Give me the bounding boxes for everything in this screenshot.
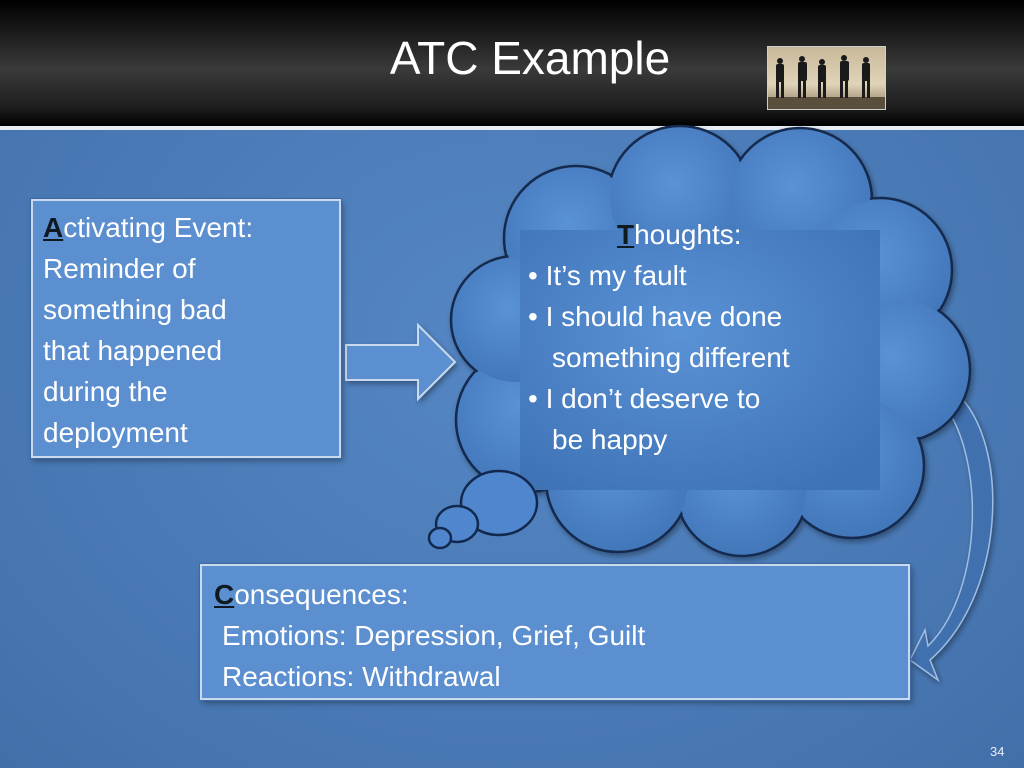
thought-cloud-fill — [453, 128, 968, 554]
thought-bubbles — [427, 469, 539, 550]
thoughts-text: Thoughts: • It’s my fault • I should hav… — [528, 214, 858, 460]
activating-event-box: Activating Event: Reminder of something … — [31, 199, 341, 458]
activating-line: Reminder of — [43, 253, 196, 284]
thought-bullet: • I don’t deserve to — [528, 383, 761, 414]
thoughts-heading: Thoughts: — [528, 214, 858, 255]
right-arrow — [345, 322, 457, 402]
activating-cap-letter: A — [43, 212, 64, 243]
thought-bullet: • It’s my fault — [528, 260, 687, 291]
activating-line: during the — [43, 376, 168, 407]
curved-down-arrow — [909, 386, 994, 683]
slide-number: 34 — [990, 744, 1005, 759]
thoughts-heading-rest: houghts: — [634, 219, 742, 250]
activating-line: something bad — [43, 294, 227, 325]
consequences-heading: Consequences: — [214, 574, 908, 615]
header-divider — [0, 126, 1024, 130]
consequences-cap-letter: C — [214, 579, 235, 610]
consequences-heading-rest: onsequences: — [234, 579, 409, 610]
soldiers-silhouette-photo — [767, 46, 886, 110]
thoughts-cap-letter: T — [617, 219, 635, 250]
thought-bullet-continuation: be happy — [552, 424, 668, 455]
activating-event-heading: Activating Event: — [43, 207, 339, 248]
slide-title: ATC Example — [389, 32, 671, 84]
activating-line: that happened — [43, 335, 223, 366]
activating-line: deployment — [43, 417, 188, 448]
thought-bullet-continuation: something different — [552, 342, 790, 373]
activating-heading-rest: ctivating Event: — [63, 212, 254, 243]
consequences-reactions: Reactions: Withdrawal — [222, 661, 501, 692]
thought-bullet: • I should have done — [528, 301, 783, 332]
consequences-emotions: Emotions: Depression, Grief, Guilt — [222, 620, 646, 651]
consequences-box: Consequences: Emotions: Depression, Grie… — [200, 564, 910, 700]
